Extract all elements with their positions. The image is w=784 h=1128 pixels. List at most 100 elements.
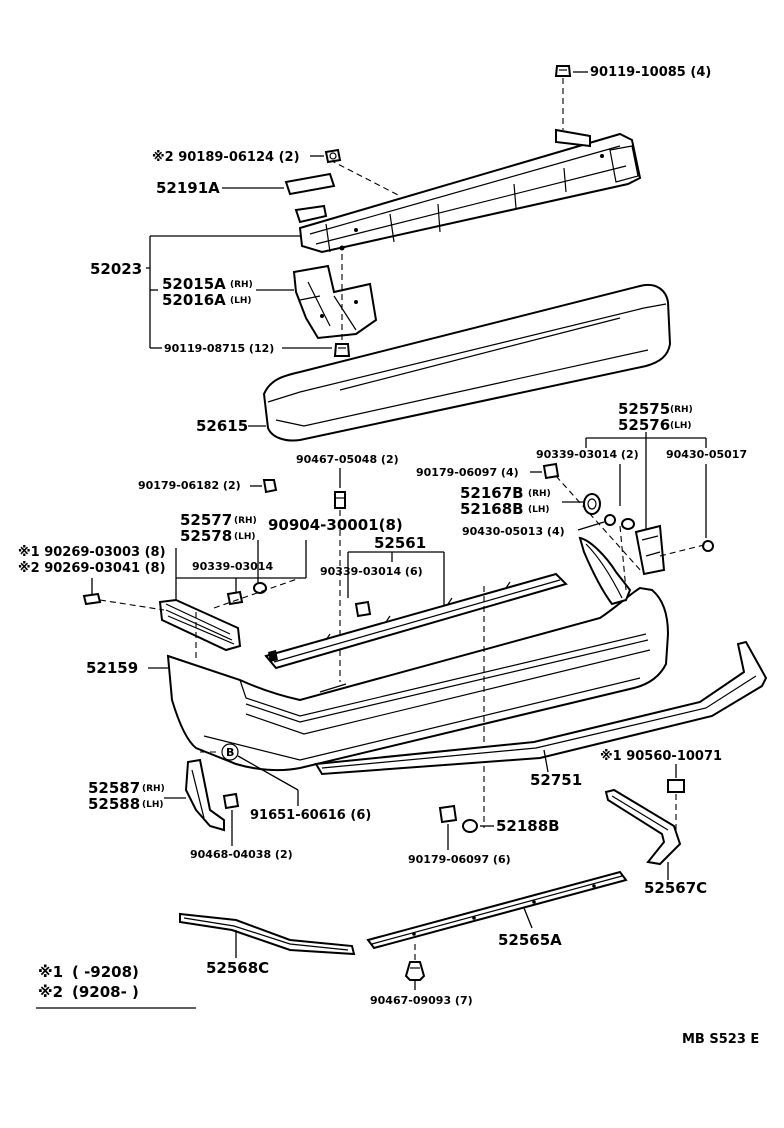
clip-90269[interactable] <box>82 592 102 606</box>
label-reflector-lh: 52578 <box>180 527 232 545</box>
label-nut-reflector: 90339-03014 <box>192 560 273 573</box>
spacer-52191a[interactable] <box>284 172 336 196</box>
label-clip-side: 90430-05013 (4) <box>462 525 565 538</box>
label-nut-center: 90339-03014 (6) <box>320 565 423 578</box>
label-rh-5: (RH) <box>142 784 165 794</box>
label-seal: 52188B <box>496 817 560 835</box>
bolt-90119-08715[interactable] <box>333 343 351 357</box>
label-screw-left: 90179-06182 (2) <box>138 479 241 492</box>
leader-line <box>543 749 549 773</box>
screw-90179-06097-bottom[interactable] <box>438 804 458 824</box>
label-clip-2: ※2 90269-03041 (8) <box>18 561 166 576</box>
label-brace-rh: 52015A <box>162 275 226 293</box>
nut-90339-03014-reflector[interactable] <box>226 590 244 606</box>
label-mark-b: B <box>226 746 234 759</box>
label-lh-5: (LH) <box>142 800 164 810</box>
label-clip-1: ※1 90269-03003 (8) <box>18 545 166 560</box>
label-moulding: 52751 <box>530 771 582 789</box>
grommet-90904-30001[interactable] <box>253 582 267 594</box>
brace-52015a-52016a[interactable] <box>292 264 378 340</box>
label-rivet-mid: 90467-05048 (2) <box>296 453 399 466</box>
center-retainer-52561[interactable] <box>264 572 568 670</box>
label-retainer-center: 52561 <box>374 534 426 552</box>
label-retainer-rh: 52167B <box>460 484 524 502</box>
screw-90468-04038[interactable] <box>222 792 240 810</box>
rivet-90467-05048[interactable] <box>334 491 346 509</box>
label-rivet-bottom: 90467-09093 (7) <box>370 994 473 1007</box>
support-bracket-lines <box>585 432 707 538</box>
label-bolt-top: 90119-10085 (4) <box>590 65 711 80</box>
reflector-bracket-lines <box>175 540 307 608</box>
legend-range-1: ( -9208) <box>72 963 139 981</box>
bolt-90119-10085[interactable] <box>554 65 572 130</box>
dash-line <box>619 525 627 591</box>
label-rh: (RH) <box>230 280 253 290</box>
label-retainer-lh: 52168B <box>460 500 524 518</box>
diagram-code: MB S523 E <box>682 1032 759 1047</box>
label-assy: 52023 <box>90 260 142 278</box>
seal-52188b[interactable] <box>462 819 478 833</box>
label-reflector-rh: 52577 <box>180 511 232 529</box>
legend-mark-2: ※2 <box>38 983 63 1001</box>
label-mudguard-lh: 52588 <box>88 795 140 813</box>
legend-range-2: (9208- ) <box>72 983 139 1001</box>
label-screw-side: 90179-06097 (4) <box>416 466 519 479</box>
side-support-52575[interactable] <box>634 524 666 576</box>
label-extension-right: 52567C <box>644 879 707 897</box>
dash-line <box>329 159 401 197</box>
label-mudguard-rh: 52587 <box>88 779 140 797</box>
label-clip-support: 90430-05017 <box>666 448 747 461</box>
nut-90189-06124[interactable] <box>324 148 342 164</box>
energy-absorber-52615[interactable] <box>262 284 672 442</box>
label-retainer-bottom: 52565A <box>498 931 562 949</box>
label-absorber: 52615 <box>196 417 248 435</box>
label-rh-4: (RH) <box>234 516 257 526</box>
clip-90430-05017[interactable] <box>702 540 714 552</box>
screw-90179-06182[interactable] <box>262 479 278 494</box>
label-nut-2: ※2 90189-06124 (2) <box>152 150 300 165</box>
center-bracket-lines <box>347 551 445 612</box>
label-rh-3: (RH) <box>528 489 551 499</box>
extension-52567c[interactable] <box>604 788 682 866</box>
label-spacer: 52191A <box>156 179 220 197</box>
label-lh-3: (LH) <box>528 505 550 515</box>
clip-90560-10071[interactable] <box>667 779 685 793</box>
retainer-52167b[interactable] <box>583 493 601 515</box>
label-grommet: 90904-30001(8) <box>268 516 403 534</box>
label-screw-b: 91651-60616 (6) <box>250 808 371 823</box>
dash-line <box>659 543 709 557</box>
label-nut-support: 90339-03014 (2) <box>536 448 639 461</box>
label-clip-moulding: ※1 90560-10071 <box>600 749 722 764</box>
label-cover: 52159 <box>86 659 138 677</box>
retainer-52565a[interactable] <box>366 870 628 950</box>
bumper-reinforcement[interactable] <box>294 128 642 254</box>
leader-line <box>523 907 533 929</box>
label-lh-2: (LH) <box>670 421 692 431</box>
mark-b: B <box>221 743 239 761</box>
nut-90339-03014-center[interactable] <box>354 600 372 618</box>
label-extension-left: 52568C <box>206 959 269 977</box>
bumper-cover-52159[interactable] <box>166 536 670 772</box>
screw-90179-06097-side[interactable] <box>542 462 560 480</box>
assy-bracket <box>146 235 300 349</box>
label-brace-lh: 52016A <box>162 291 226 309</box>
label-rh-2: (RH) <box>670 405 693 415</box>
label-support-rh: 52575 <box>618 400 670 418</box>
moulding-52751[interactable] <box>314 640 768 776</box>
mudguard-52587[interactable] <box>184 758 225 832</box>
label-support-lh: 52576 <box>618 416 670 434</box>
dash-line <box>99 599 165 611</box>
nut-90339-03014-side[interactable] <box>621 518 635 530</box>
legend-mark-1: ※1 <box>38 963 63 981</box>
dash-line <box>213 577 301 609</box>
label-lh: (LH) <box>230 296 252 306</box>
rivet-90467-09093[interactable] <box>404 961 426 981</box>
extension-52568c[interactable] <box>179 912 356 956</box>
legend: ※1 ( -9208) ※2 (9208- ) <box>36 963 196 1009</box>
label-screw-mudguard: 90468-04038 (2) <box>190 848 293 861</box>
label-screw-bottom: 90179-06097 (6) <box>408 853 511 866</box>
reflector-52577[interactable] <box>158 598 242 652</box>
leader-line <box>577 521 605 531</box>
clip-90430-05013[interactable] <box>604 514 616 526</box>
